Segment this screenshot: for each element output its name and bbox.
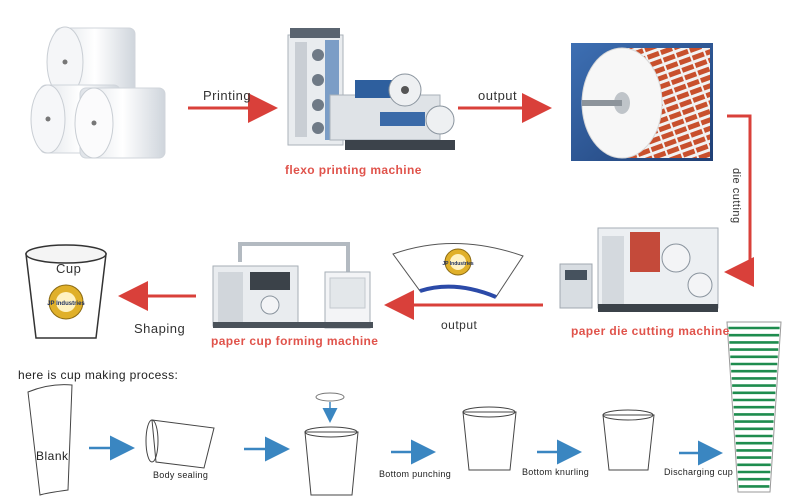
shaping-label: Shaping bbox=[134, 321, 186, 336]
process-title: here is cup making process: bbox=[18, 368, 179, 382]
cup-fan-blank-image bbox=[392, 243, 524, 299]
output-label-top: output bbox=[478, 88, 518, 103]
fan-brand-label: JP Industries bbox=[442, 261, 474, 267]
output-label-middle: output bbox=[441, 318, 478, 332]
discharging-cup-shape bbox=[602, 414, 655, 471]
blank-shape bbox=[27, 384, 73, 496]
die-cutting-machine-image bbox=[559, 227, 719, 312]
bottom-knurling-shape bbox=[462, 411, 517, 471]
cup-stack-image bbox=[726, 321, 782, 493]
die-cutting-label: die cutting bbox=[730, 168, 742, 224]
process-row bbox=[27, 384, 655, 496]
cup-brand-label: JP Industries bbox=[47, 301, 85, 307]
body-sealing-shape bbox=[151, 419, 215, 469]
flexo-machine-label: flexo printing machine bbox=[285, 163, 422, 177]
forming-machine-label: paper cup forming machine bbox=[211, 334, 379, 348]
step-label-body-sealing: Body sealing bbox=[153, 470, 209, 480]
printed-roll-image bbox=[571, 43, 713, 161]
die-machine-label: paper die cutting machine bbox=[571, 324, 730, 338]
paper-rolls-image bbox=[30, 26, 166, 159]
step-label-bottom-knurling: Bottom knurling bbox=[522, 467, 590, 477]
step-label-discharging-cup: Discharging cup bbox=[664, 467, 734, 477]
printing-label: Printing bbox=[203, 88, 252, 103]
cup-label: Cup bbox=[56, 261, 82, 276]
finished-cup-image bbox=[25, 244, 107, 339]
cup-forming-machine-image bbox=[212, 242, 373, 329]
step-label-blank: Blank bbox=[36, 449, 69, 463]
die-cutting-arrow bbox=[724, 114, 754, 287]
step-label-bottom-punching: Bottom punching bbox=[379, 469, 452, 479]
bottom-punching-shape bbox=[304, 392, 359, 496]
flexo-printing-machine-image bbox=[287, 28, 455, 150]
